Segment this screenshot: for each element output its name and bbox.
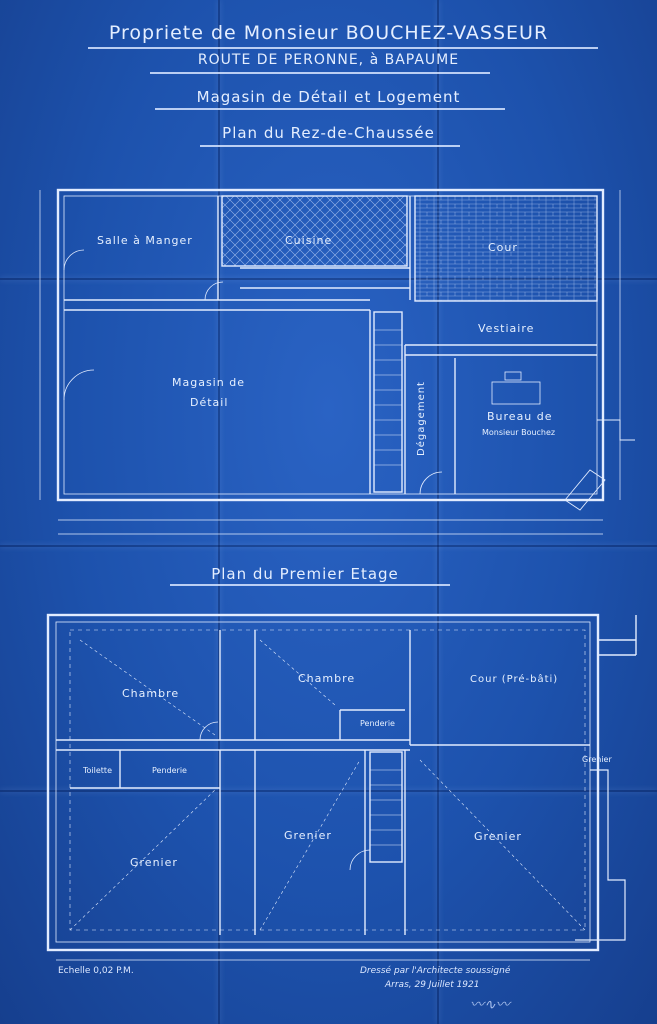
room-label-attic-4: Grenier bbox=[582, 755, 612, 764]
title-underline bbox=[170, 584, 450, 586]
room-label-passage: Dégagement bbox=[416, 381, 427, 456]
scale-label: Echelle 0,02 P.M. bbox=[58, 966, 134, 976]
room-label-upper-courtyard: Cour (Pré-bâti) bbox=[470, 674, 559, 685]
room-label-office-1: Bureau de bbox=[487, 410, 553, 423]
place-date: Arras, 29 Juillet 1921 bbox=[385, 980, 480, 990]
room-label-cloakroom: Vestiaire bbox=[478, 322, 535, 335]
room-label-kitchen: Cuisine bbox=[285, 234, 333, 247]
room-label-dining: Salle à Manger bbox=[97, 234, 193, 247]
room-label-bedroom-2: Chambre bbox=[298, 672, 356, 685]
room-label-office-2: Monsieur Bouchez bbox=[482, 428, 556, 437]
room-label-bedroom-1: Chambre bbox=[122, 687, 180, 700]
first-floor-title: Plan du Premier Etage bbox=[211, 565, 399, 583]
room-label-courtyard: Cour bbox=[488, 241, 518, 254]
title-underline bbox=[150, 72, 490, 74]
room-label-attic-1: Grenier bbox=[130, 856, 178, 869]
room-label-toilet: Toilette bbox=[83, 766, 112, 775]
room-label-attic-3: Grenier bbox=[474, 830, 522, 843]
first-floor-plan bbox=[46, 613, 637, 961]
purpose-title: Magasin de Détail et Logement bbox=[196, 88, 461, 106]
title-underline bbox=[200, 145, 460, 147]
room-label-wardrobe-1: Penderie bbox=[152, 766, 187, 775]
fold-crease bbox=[437, 0, 439, 1024]
fold-crease bbox=[0, 790, 657, 792]
title-underline bbox=[155, 108, 505, 110]
fold-crease bbox=[218, 0, 220, 1024]
room-label-attic-2: Grenier bbox=[284, 829, 332, 842]
architect-signature: 〰∿〰 bbox=[470, 997, 510, 1013]
address-title: ROUTE DE PERONNE, à BAPAUME bbox=[197, 52, 460, 68]
owner-title: Propriete de Monsieur BOUCHEZ-VASSEUR bbox=[108, 22, 549, 44]
architect-note: Dressé par l'Architecte soussigné bbox=[360, 966, 511, 976]
room-label-shop-1: Magasin de bbox=[172, 376, 245, 389]
room-label-shop-2: Détail bbox=[190, 396, 229, 409]
room-label-wardrobe-2: Penderie bbox=[360, 719, 395, 728]
ground-floor-plan bbox=[39, 188, 635, 535]
title-underline bbox=[88, 47, 598, 49]
fold-crease bbox=[0, 278, 657, 280]
fold-crease bbox=[0, 545, 657, 547]
ground-plan-title: Plan du Rez-de-Chaussée bbox=[222, 124, 435, 142]
